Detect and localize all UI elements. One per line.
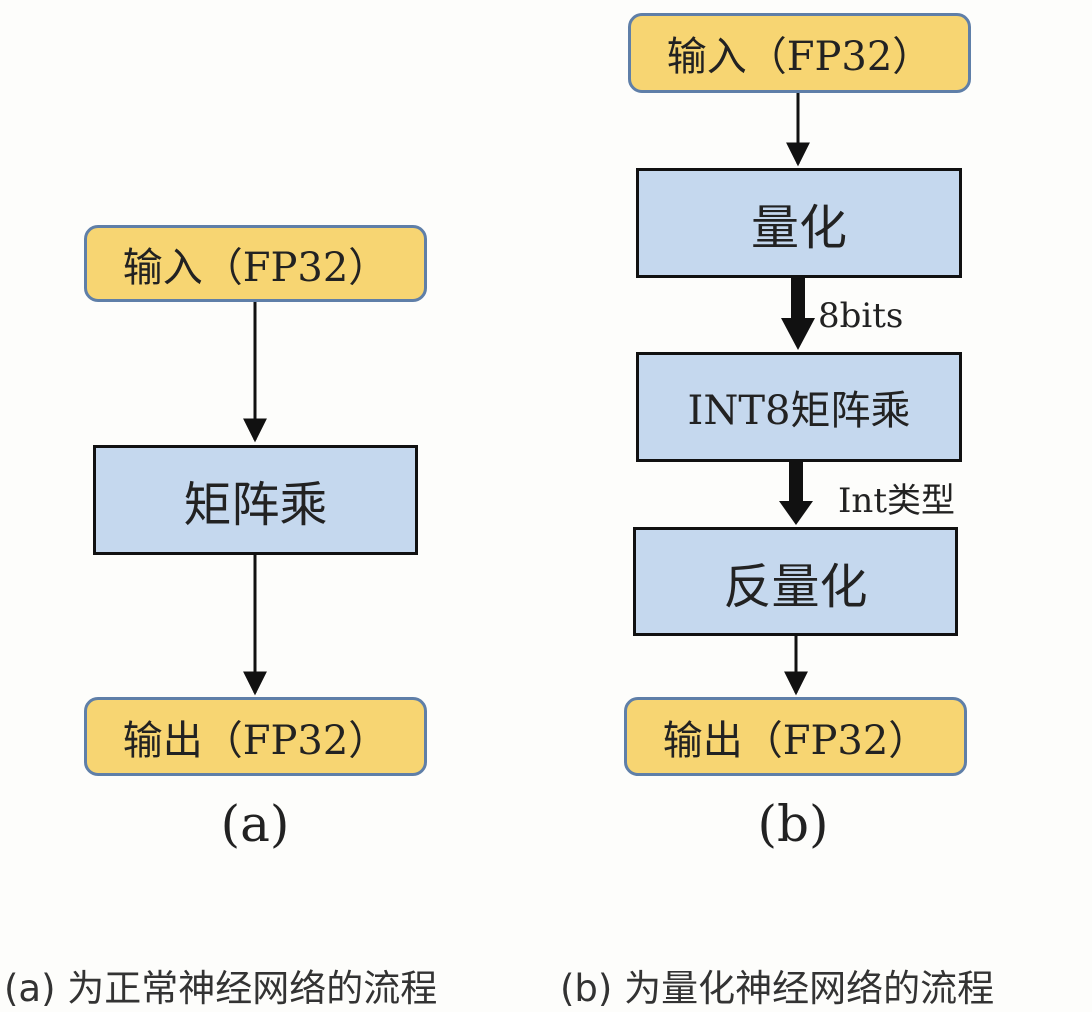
arrow-b-quantize-to-matmul (781, 278, 815, 350)
a-matmul-label: 矩阵乘 (183, 477, 328, 533)
b-output-label: 输出（FP32） (662, 717, 929, 764)
a-output-box: 输出（FP32） (84, 697, 427, 776)
caption-a: (a) 为正常神经网络的流程 (4, 967, 438, 1010)
b-input-box: 输入（FP32） (628, 13, 971, 93)
b-int8-matmul-box: INT8矩阵乘 (636, 352, 962, 462)
b-subfigure-label: (b) (757, 795, 829, 853)
b-output-box: 输出（FP32） (624, 697, 967, 776)
a-input-label: 输入（FP32） (122, 244, 389, 291)
arrow-b-matmul-to-dequantize (779, 461, 813, 525)
b-input-label: 输入（FP32） (666, 34, 933, 80)
a-output-label: 输出（FP32） (122, 717, 389, 764)
a-input-box: 输入（FP32） (84, 225, 427, 302)
a-matmul-box: 矩阵乘 (93, 445, 418, 555)
b-int8-matmul-label: INT8矩阵乘 (687, 388, 911, 434)
caption-b: (b) 为量化神经网络的流程 (560, 967, 995, 1010)
b-dequantize-label: 反量化 (723, 558, 868, 615)
b-edge-8bits-label: 8bits (818, 296, 904, 336)
a-subfigure-label: (a) (220, 795, 290, 853)
b-quantize-label: 量化 (750, 200, 847, 256)
b-quantize-box: 量化 (636, 168, 962, 278)
b-dequantize-box: 反量化 (633, 527, 958, 636)
b-edge-int-type-label: Int类型 (838, 481, 955, 521)
